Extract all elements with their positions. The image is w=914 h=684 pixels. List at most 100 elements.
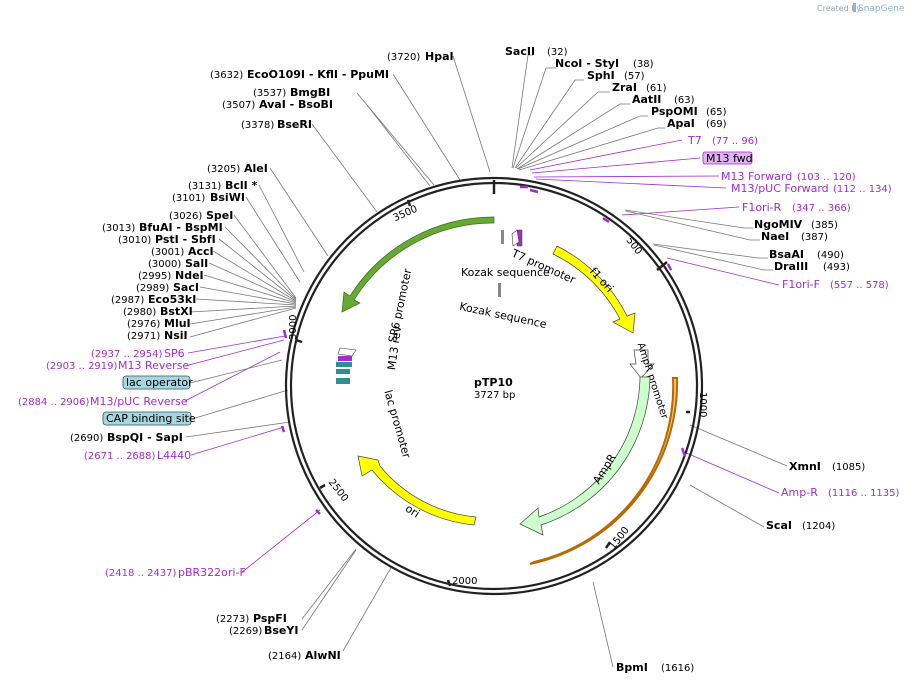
primer-f1orir: F1ori-R [742,201,782,214]
site-spei: SpeI [206,209,233,222]
site-eco: EcoO109I - KflI - PpuMI [247,68,389,81]
boxed-labels[interactable]: lac operator CAP binding site [102,375,196,426]
site-labels-bottom[interactable]: (2164) AlwNI (2269) BseYI (2273) PspFI (… [70,431,341,662]
site-eco-pos: (3632) [210,70,243,81]
tick-label-3000: 3000 [288,315,299,340]
primer-m13forward-pos: (103 .. 120) [797,172,856,183]
sp6-promoter-arrow [337,347,357,357]
ampr-primer-bar[interactable] [529,377,679,565]
lac-operator-label: lac operator [126,376,193,389]
f1-ori-arrow[interactable] [552,245,636,334]
site-bsaai: BsaAI [769,248,804,261]
primer-ampr: Amp-R [781,486,818,499]
primer-labels-right[interactable]: T7 (77 .. 96) M13 fwd M13 Forward (103 .… [687,134,900,499]
lac-operator-tag [122,375,191,390]
site-bfuai-pos: (3013) [102,223,135,234]
site-bcli: BclI * [225,179,258,192]
site-bstxi-pos: (2980) [123,307,156,318]
ampr-arrow[interactable] [519,376,651,536]
tick-label-3500: 3500 [392,204,420,224]
cap-binding-tag [102,411,192,426]
site-nsii-pos: (2971) [127,331,160,342]
tick-label-2000: 2000 [452,576,477,587]
site-aatii-pos: (63) [674,95,695,106]
primer-m13fwd: M13 fwd [706,152,753,165]
t7-feature-group[interactable] [501,229,523,247]
site-ngomiv-pos: (385) [811,220,838,231]
site-bpmi-pos: (1616) [661,663,694,674]
site-alwni-pos: (2164) [268,651,301,662]
cap-box [336,378,350,384]
sp6-backbone-arrow[interactable] [341,216,495,313]
site-scai: ScaI [766,519,792,532]
site-draiii: DraIII [774,260,808,273]
site-labels-right[interactable]: SacII (32) NcoI - StyI (38) SphI (57) Zr… [505,45,865,674]
site-alei: AleI [244,162,268,175]
primer-m13pucrev-pos: (2884 .. 2906) [18,397,90,408]
primer-m13puc-pos: (112 .. 134) [833,184,892,195]
primer-labels-left[interactable]: (2418 .. 2437) pBR322ori-F (2671 .. 2688… [18,347,246,579]
tick-label-2500: 2500 [326,477,350,504]
site-bspqi-pos: (2690) [70,433,103,444]
snapgene-logo[interactable]: SnapGene [858,4,905,14]
site-bfuai: BfuAI - BspMI [139,221,223,234]
site-acci-pos: (3001) [151,247,184,258]
primer-t7-pos: (77 .. 96) [712,136,758,147]
site-saci: SacI [173,281,199,294]
site-spei-pos: (3026) [169,211,202,222]
site-ncoi: NcoI - StyI [555,57,619,70]
credit-prefix: Created by [817,4,861,13]
ori-label: ori [403,502,422,521]
site-bseri: BseRI [277,118,312,131]
plasmid-name: pTP10 [474,376,513,389]
primer-f1orif-pos: (557 .. 578) [830,280,889,291]
site-apai: ApaI [667,117,695,130]
kozak-label-top: Kozak sequence [461,266,550,279]
ori-arrow[interactable] [357,455,477,526]
site-xmni: XmnI [789,460,821,473]
site-psti-pos: (3010) [118,235,151,246]
site-bmgbi-pos: (3537) [253,88,286,99]
site-draiii-pos: (493) [823,262,850,273]
site-eco53ki-pos: (2987) [111,295,144,306]
site-pspfi-pos: (2273) [216,614,249,625]
primer-m13reverse: M13 Reverse [118,359,189,372]
sp6-box [338,356,352,361]
site-avai: AvaI - BsoBI [259,98,333,111]
primer-marks [280,185,687,515]
site-bsaai-pos: (490) [817,250,844,261]
site-apai-pos: (69) [706,119,727,130]
t7-arrow [511,229,520,247]
site-ncoi-pos: (38) [633,59,654,70]
primer-sp6: SP6 [164,347,185,360]
site-bspqi: BspQI - SapI [107,431,183,444]
primer-m13reverse-pos: (2903 .. 2919) [46,361,118,372]
site-labels-left[interactable]: (2971) NsiI (2976) MluI (2980) BstXI (29… [102,50,454,342]
kozak-label-bottom: Kozak sequence [458,300,548,331]
site-bpmi: BpmI [616,661,648,674]
site-ndei: NdeI [175,269,204,282]
site-alwni: AlwNI [305,649,341,662]
site-bseri-pos: (3378) [241,120,274,131]
site-scai-pos: (1204) [802,521,835,532]
kozak-box-bottom [498,283,501,297]
primer-m13forward: M13 Forward [721,170,792,183]
kozak-box-top [501,230,504,244]
primer-ampr-pos: (1116 .. 1135) [828,488,900,499]
primer-f1orir-pos: (347 .. 366) [792,203,851,214]
site-hpai-pos: (3720) [387,52,420,63]
primer-m13fwd-box [702,151,753,165]
site-alei-pos: (3205) [207,164,240,175]
site-sacii-pos: (32) [547,47,568,58]
primer-pbr-pos: (2418 .. 2437) [105,568,177,579]
ampr-promoter-arrow[interactable] [629,349,655,379]
primer-sp6-pos: (2937 .. 2954) [91,349,163,360]
lac-feature-group[interactable] [336,347,357,384]
site-bsiwi: BsiWI [210,191,245,204]
primer-l4440-pos: (2671 .. 2688) [84,451,156,462]
primer-f1orif: F1ori-F [782,278,820,291]
site-sphi-pos: (57) [624,71,645,82]
primer-leaders [184,139,780,574]
